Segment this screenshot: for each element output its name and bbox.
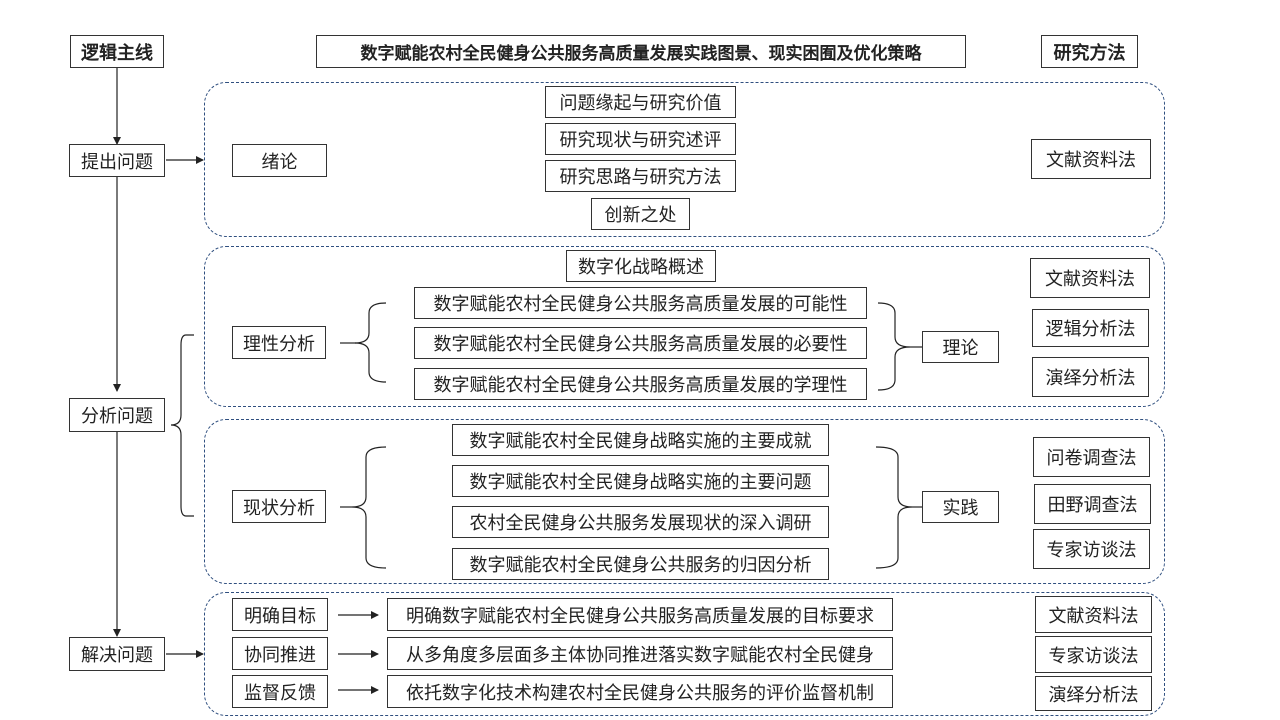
group-status-analysis [204, 419, 1165, 584]
status-method-3: 专家访谈法 [1033, 529, 1150, 569]
rational-method-1: 文献资料法 [1030, 258, 1150, 298]
solve-text-supervise: 依托数字化技术构建农村全民健身公共服务的评价监督机制 [387, 675, 893, 708]
step-analyze-problem: 分析问题 [69, 398, 165, 432]
solve-method-1: 文献资料法 [1035, 596, 1152, 633]
methods-header: 研究方法 [1041, 35, 1138, 68]
intro-item-status: 研究现状与研究述评 [545, 123, 736, 155]
intro-item-approach: 研究思路与研究方法 [545, 160, 736, 192]
status-label: 现状分析 [232, 490, 326, 523]
theory-result: 理论 [922, 331, 999, 363]
status-item-achievements: 数字赋能农村全民健身战略实施的主要成就 [452, 424, 829, 456]
status-method-2: 田野调查法 [1034, 484, 1151, 524]
practice-result: 实践 [922, 491, 999, 523]
rational-item-possibility: 数字赋能农村全民健身公共服务高质量发展的可能性 [414, 287, 867, 319]
logic-header: 逻辑主线 [70, 35, 164, 68]
solve-label-supervise: 监督反馈 [232, 675, 328, 708]
digital-strategy-heading: 数字化战略概述 [566, 250, 716, 282]
intro-method: 文献资料法 [1031, 139, 1151, 179]
group-solution [204, 592, 1165, 716]
status-method-1: 问卷调查法 [1033, 437, 1150, 477]
status-item-survey: 农村全民健身公共服务发展现状的深入调研 [452, 506, 829, 538]
solve-text-goal: 明确数字赋能农村全民健身公共服务高质量发展的目标要求 [387, 598, 893, 631]
page-title: 数字赋能农村全民健身公共服务高质量发展实践图景、现实困囿及优化策略 [316, 35, 966, 68]
group-rational-analysis [204, 246, 1165, 407]
solve-method-2: 专家访谈法 [1035, 636, 1152, 673]
rational-item-necessity: 数字赋能农村全民健身公共服务高质量发展的必要性 [414, 327, 867, 359]
intro-item-innovation: 创新之处 [591, 198, 690, 230]
rational-label: 理性分析 [232, 326, 326, 359]
intro-item-origin: 问题缘起与研究价值 [545, 86, 736, 118]
solve-method-3: 演绎分析法 [1035, 676, 1152, 711]
intro-label: 绪论 [232, 144, 327, 177]
rational-method-2: 逻辑分析法 [1032, 309, 1149, 347]
group-introduction [204, 82, 1165, 237]
solve-label-collab: 协同推进 [232, 637, 328, 670]
solve-label-goal: 明确目标 [232, 598, 328, 631]
solve-text-collab: 从多角度多层面多主体协同推进落实数字赋能农村全民健身 [387, 637, 893, 670]
analysis-brace [170, 334, 194, 517]
status-item-attribution: 数字赋能农村全民健身公共服务的归因分析 [452, 548, 829, 580]
step-solve-problem: 解决问题 [69, 637, 165, 671]
rational-item-theory: 数字赋能农村全民健身公共服务高质量发展的学理性 [414, 368, 867, 400]
rational-method-3: 演绎分析法 [1032, 357, 1149, 397]
step-raise-problem: 提出问题 [69, 144, 165, 177]
status-item-problems: 数字赋能农村全民健身战略实施的主要问题 [452, 465, 829, 497]
